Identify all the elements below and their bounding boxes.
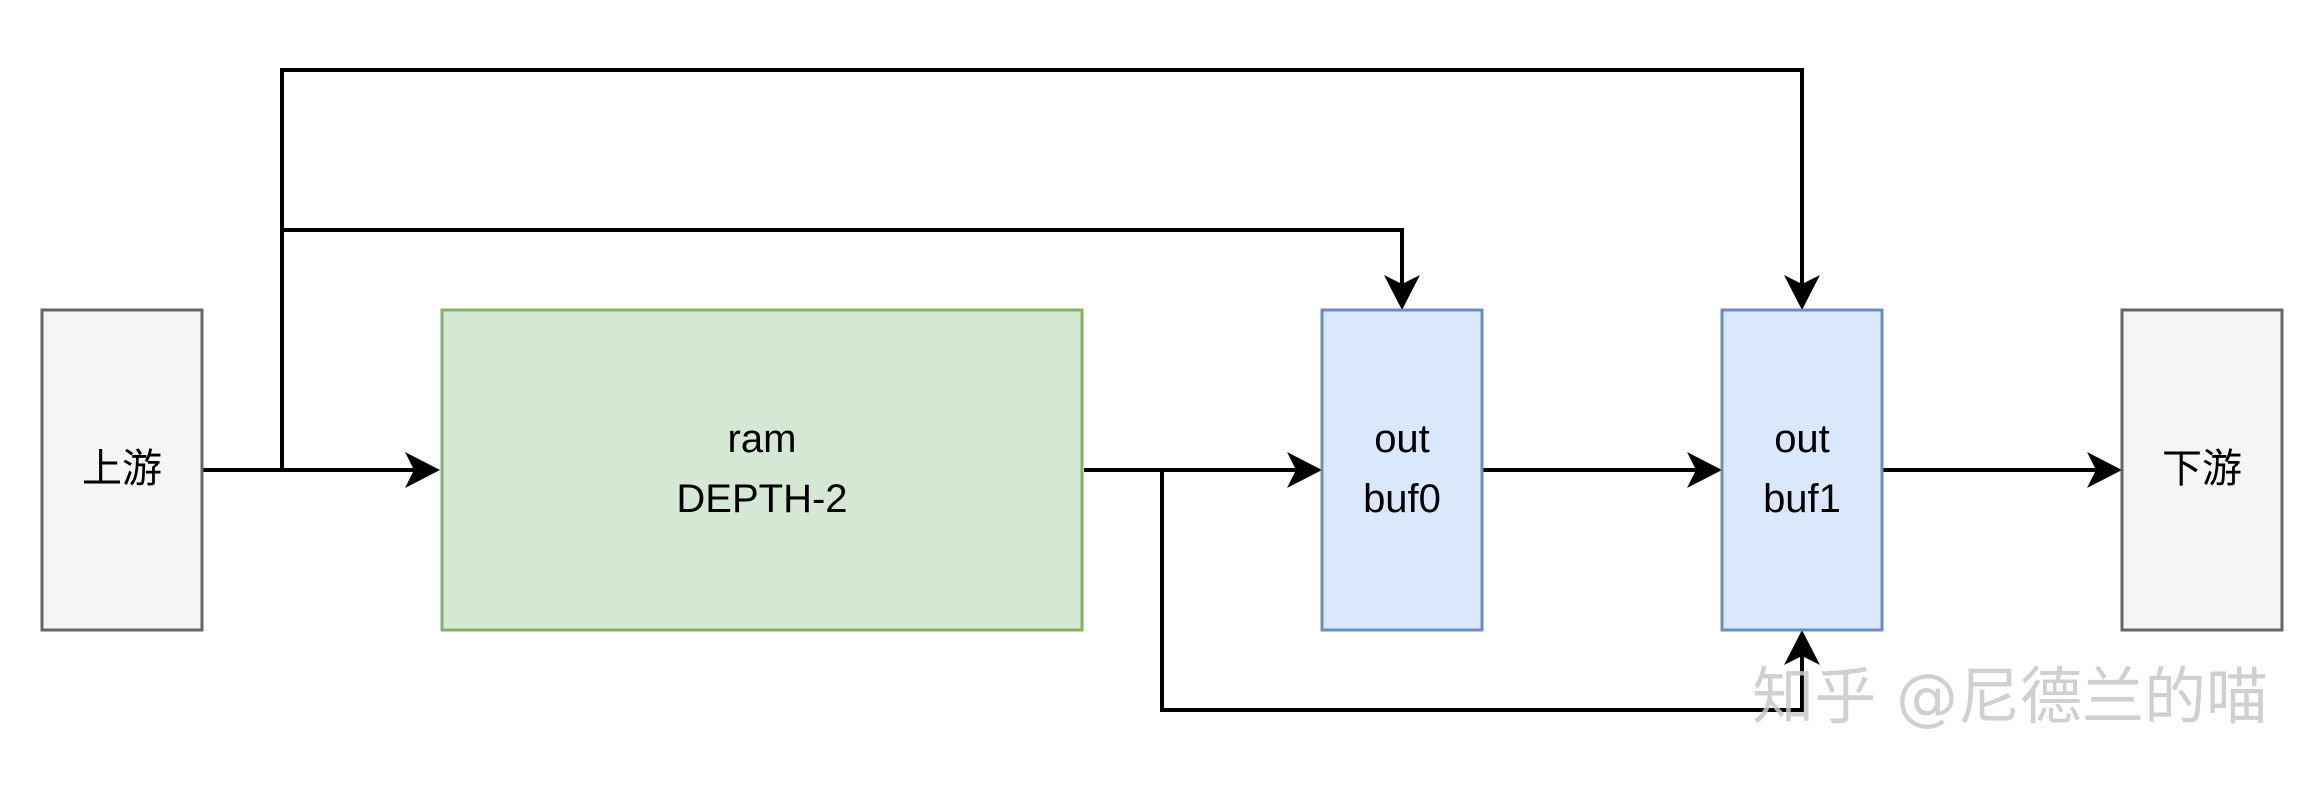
- node-downstream-label: 下游: [2162, 447, 2242, 491]
- node-buf0: out buf0: [1320, 308, 1484, 632]
- edges: [202, 68, 2122, 712]
- arrowhead-buf1-bottom: [1784, 630, 1820, 665]
- arrowhead-buf0-top: [1384, 275, 1420, 310]
- node-buf1: out buf1: [1720, 308, 1884, 632]
- watermark-text: 知乎 @尼德兰的喵: [1752, 660, 2268, 733]
- node-buf0-line2: buf0: [1363, 477, 1441, 521]
- node-ram: ram DEPTH-2: [440, 308, 1084, 632]
- arrowhead-buf0-left: [1287, 452, 1322, 488]
- edge-upstream-bypass-to-buf1: [280, 68, 1804, 470]
- edge-ram-bypass-to-buf1: [1160, 470, 1804, 712]
- arrowhead-ram: [405, 452, 440, 488]
- arrowhead-buf1-top: [1784, 275, 1820, 310]
- arrowhead-downstream: [2087, 452, 2122, 488]
- node-downstream: 下游: [2120, 308, 2284, 632]
- node-upstream-label: 上游: [82, 447, 162, 491]
- edge-upstream-bypass-to-buf0: [282, 228, 1404, 288]
- node-buf1-line2: buf1: [1763, 477, 1841, 521]
- node-buf0-line1: out: [1374, 417, 1430, 461]
- arrowhead-buf1-left: [1687, 452, 1722, 488]
- node-buf1-line1: out: [1774, 417, 1830, 461]
- node-upstream: 上游: [40, 308, 204, 632]
- node-ram-line1: ram: [728, 417, 797, 461]
- node-ram-line2: DEPTH-2: [676, 477, 847, 521]
